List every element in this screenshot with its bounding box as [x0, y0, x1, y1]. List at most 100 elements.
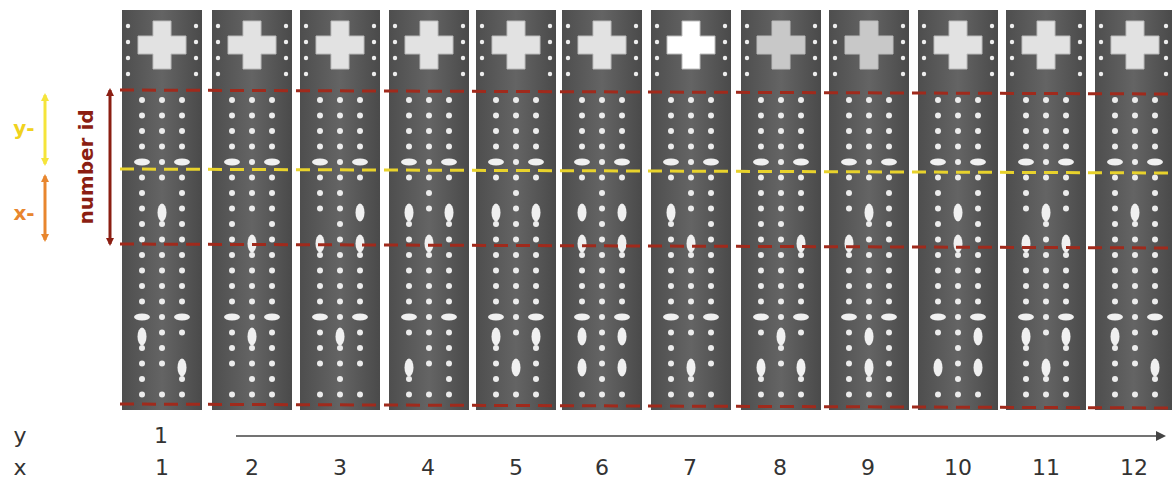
dot-mark: [1023, 376, 1029, 382]
corner-hole: [922, 24, 926, 28]
dot-mark: [866, 97, 872, 103]
dot-mark: [1112, 252, 1118, 258]
strip-number: 3: [333, 457, 347, 479]
dot-mark: [1023, 345, 1029, 351]
dot-mark: [1023, 144, 1029, 150]
dot-mark: [886, 252, 892, 258]
dot-mark: [1112, 299, 1118, 305]
cross-marker: [316, 21, 364, 69]
dot-mark: [513, 268, 519, 274]
corner-hole: [745, 72, 749, 76]
dot-mark: [846, 175, 852, 181]
dot-mark: [426, 299, 432, 305]
dot-mark: [1152, 175, 1158, 181]
x-mark: [974, 359, 983, 377]
y-mark: [264, 314, 280, 321]
dot-mark: [798, 175, 804, 181]
dot-mark: [599, 159, 605, 165]
sample-strip: [122, 10, 202, 410]
dot-mark: [758, 376, 764, 382]
strip-body: [476, 10, 556, 410]
dot-mark: [708, 97, 714, 103]
corner-hole: [548, 24, 552, 28]
dot-mark: [935, 206, 941, 212]
strip-number: 9: [861, 457, 875, 479]
dot-mark: [688, 283, 694, 289]
dot-mark: [798, 376, 804, 382]
dot-mark: [513, 330, 519, 336]
dot-mark: [337, 144, 343, 150]
dot-mark: [935, 144, 941, 150]
strip-number: 4: [421, 457, 435, 479]
strip-body: [212, 10, 292, 410]
dot-mark: [426, 128, 432, 134]
dot-mark: [406, 376, 412, 382]
dot-mark: [935, 97, 941, 103]
dot-mark: [317, 283, 323, 289]
range-label: number id: [76, 109, 96, 224]
dot-mark: [357, 392, 363, 398]
dot-mark: [337, 159, 343, 165]
dot-mark: [1152, 144, 1158, 150]
dot-mark: [599, 283, 605, 289]
dot-mark: [579, 113, 585, 119]
dot-mark: [159, 314, 165, 320]
dot-mark: [179, 330, 185, 336]
dot-mark: [1043, 392, 1049, 398]
y-mark: [441, 314, 457, 321]
x-mark: [578, 235, 587, 253]
corner-hole: [901, 72, 905, 76]
corner-hole: [372, 56, 376, 60]
sample-strip: [829, 10, 909, 410]
dot-mark: [955, 361, 961, 367]
dot-mark: [599, 128, 605, 134]
dot-mark: [798, 392, 804, 398]
x-mark: [445, 204, 454, 222]
corner-hole: [634, 24, 638, 28]
cross-marker: [667, 21, 715, 69]
sample-strip: [651, 10, 731, 410]
dot-mark: [846, 392, 852, 398]
x-mark: [178, 359, 187, 377]
strip-body: [562, 10, 642, 410]
corner-hole: [284, 24, 288, 28]
dot-mark: [229, 190, 235, 196]
corner-hole: [833, 56, 837, 60]
dot-mark: [1043, 128, 1049, 134]
dot-mark: [179, 175, 185, 181]
corner-hole: [566, 72, 570, 76]
strip-body: [1006, 10, 1086, 410]
dot-mark: [1023, 175, 1029, 181]
dot-mark: [975, 268, 981, 274]
y-mark: [614, 314, 630, 321]
corner-hole: [461, 56, 465, 60]
dot-mark: [778, 345, 784, 351]
dot-mark: [955, 299, 961, 305]
corner-hole: [901, 40, 905, 44]
dot-mark: [846, 345, 852, 351]
x-mark: [618, 328, 627, 346]
corner-hole: [216, 24, 220, 28]
dot-mark: [599, 314, 605, 320]
dot-mark: [579, 283, 585, 289]
corner-hole: [723, 56, 727, 60]
dot-mark: [1132, 221, 1138, 227]
dot-mark: [619, 268, 625, 274]
y-mark: [1018, 314, 1034, 321]
dot-mark: [975, 237, 981, 243]
dot-mark: [975, 97, 981, 103]
dot-mark: [533, 175, 539, 181]
dot-mark: [955, 376, 961, 382]
dot-mark: [758, 330, 764, 336]
dot-mark: [337, 314, 343, 320]
corner-hole: [566, 56, 570, 60]
corner-hole: [194, 40, 198, 44]
dot-mark: [159, 237, 165, 243]
dot-mark: [493, 299, 499, 305]
dot-mark: [778, 283, 784, 289]
dot-mark: [1152, 237, 1158, 243]
dot-mark: [866, 314, 872, 320]
y-mark: [1058, 314, 1074, 321]
dot-mark: [337, 175, 343, 181]
